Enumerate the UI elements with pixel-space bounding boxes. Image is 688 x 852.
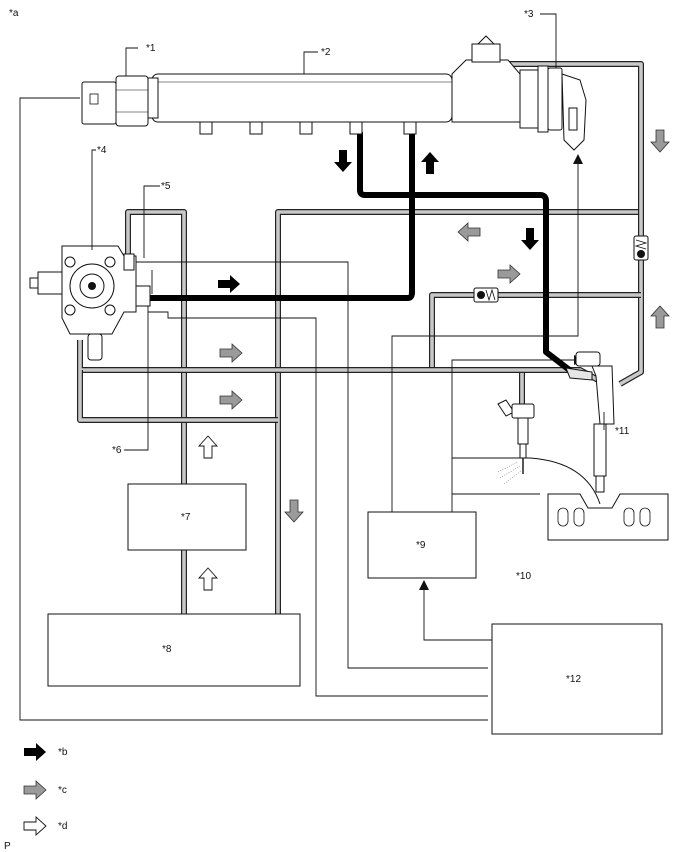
check-valve — [473, 287, 499, 303]
callout-4: *4 — [97, 145, 107, 156]
callout-9: *9 — [416, 540, 426, 551]
hp-arrow-right — [218, 275, 240, 293]
callout-7: *7 — [181, 512, 191, 523]
callout-12: *12 — [566, 674, 581, 685]
legend-label-c: *c — [58, 785, 67, 796]
corner-label: *a — [9, 8, 19, 19]
ecu-box — [491, 623, 663, 735]
supply-arrow-up-2 — [198, 567, 218, 591]
high-pressure-pipes — [130, 132, 578, 378]
fuel-filter-box — [127, 483, 247, 551]
legend-label-b: *b — [58, 747, 68, 758]
supply-arrow-up-1 — [198, 435, 218, 459]
legend: *b *c *d — [23, 743, 68, 836]
pressure-discharge-valve — [547, 67, 587, 151]
wire-arrow-limiter — [573, 154, 583, 164]
callout-3: *3 — [524, 9, 534, 20]
return-arrow-down — [650, 129, 670, 153]
return-arrow-right — [497, 264, 521, 284]
callout-leaders — [91, 13, 605, 430]
callout-10: *10 — [516, 571, 531, 582]
hp-arrow-up — [421, 152, 439, 174]
legend-arrow-high-pressure — [24, 743, 46, 761]
hp-arrow-down-2 — [521, 228, 539, 250]
callout-5: *5 — [161, 181, 171, 192]
relief-valve — [633, 235, 649, 261]
callout-11: *11 — [615, 426, 630, 437]
supply-pump — [29, 245, 151, 361]
engine-section — [452, 457, 669, 541]
legend-label-d: *d — [58, 821, 67, 832]
return-arrow-right-2 — [219, 343, 243, 363]
fuel-tank-box — [47, 613, 301, 687]
glow-controller-box — [367, 511, 477, 579]
return-arrow-right-3 — [219, 390, 243, 410]
return-arrow-up — [650, 305, 670, 329]
return-arrow-left — [457, 222, 481, 242]
ecu-to-glow-arrow — [419, 580, 429, 590]
callout-6: *6 — [112, 445, 122, 456]
hp-arrow-down-1 — [334, 150, 352, 172]
callout-2: *2 — [321, 47, 331, 58]
glow-plug — [497, 399, 535, 474]
common-rail — [147, 35, 549, 135]
callouts: *1 *2 *3 *4 *5 *6 *7 *8 *9 *10 *11 *12 — [97, 9, 630, 685]
fuel-pressure-sensor — [81, 75, 149, 127]
legend-arrow-supply — [23, 816, 47, 836]
callout-8: *8 — [162, 644, 172, 655]
callout-1: *1 — [146, 43, 156, 54]
injector — [565, 351, 615, 493]
footer-label: P — [4, 841, 11, 852]
legend-arrow-return — [23, 780, 47, 800]
return-arrow-down-2 — [284, 499, 304, 523]
